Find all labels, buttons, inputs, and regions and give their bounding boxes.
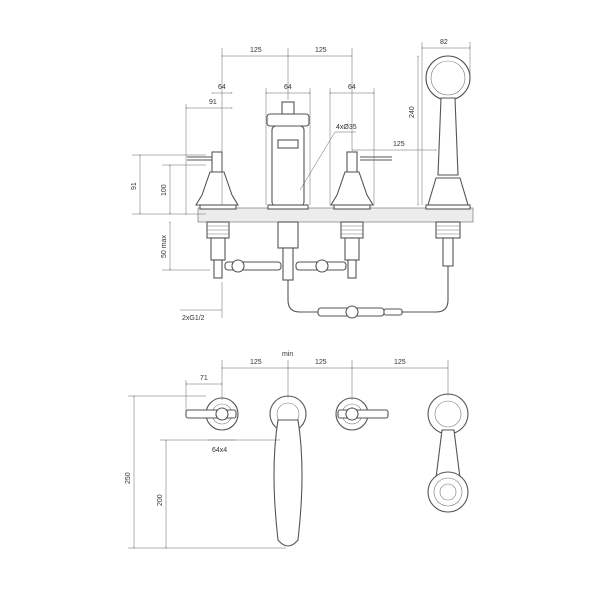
dim-91-vert: 91 [131,182,138,190]
dim-4x35: 4xØ35 [336,124,357,131]
hand-shower-plan [427,393,469,513]
right-handle-plan [335,397,389,431]
right-valve [330,151,392,279]
dim-2xg12: 2xG1/2 [182,315,205,322]
left-handle-plan [185,397,239,431]
dim-71: 71 [200,375,208,382]
dim-125-right: 125 [315,47,327,54]
shower-hose [317,305,403,319]
dim-64-right: 64 [348,84,356,91]
plan-dimension-labels: 125 min 125 125 71 64x4 250 200 [125,351,406,506]
dim-125-hose: 125 [393,141,405,148]
dim-200: 200 [157,494,164,506]
dim-125-a: 125 [250,359,262,366]
plan-dimension-lines [128,360,449,549]
front-dimension-lines [132,42,471,318]
dim-125-c: 125 [394,359,406,366]
dim-64x4: 64x4 [212,447,227,454]
hand-shower [380,55,471,313]
dim-50-max: 50 max [161,235,168,258]
deck-slab [197,207,474,223]
dim-100: 100 [161,184,168,196]
dim-240: 240 [409,106,416,118]
front-dimension-labels: 125 125 82 64 64 64 91 4xØ35 125 240 91 … [131,39,448,322]
front-elevation: 125 125 82 64 64 64 91 4xØ35 125 240 91 … [131,39,474,322]
left-valve [187,151,239,279]
dim-125-left: 125 [250,47,262,54]
plan-view: 125 min 125 125 71 64x4 250 200 [125,351,469,549]
dim-64-mid: 64 [284,84,292,91]
dim-91-horiz: 91 [209,99,217,106]
spout-plan [269,395,307,547]
dim-250: 250 [125,472,132,484]
dim-min: min [282,351,293,358]
dim-82: 82 [440,39,448,46]
dim-64-left: 64 [218,84,226,91]
dim-125-b: 125 [315,359,327,366]
center-spout-body [266,101,320,313]
connecting-hoses [224,259,347,273]
